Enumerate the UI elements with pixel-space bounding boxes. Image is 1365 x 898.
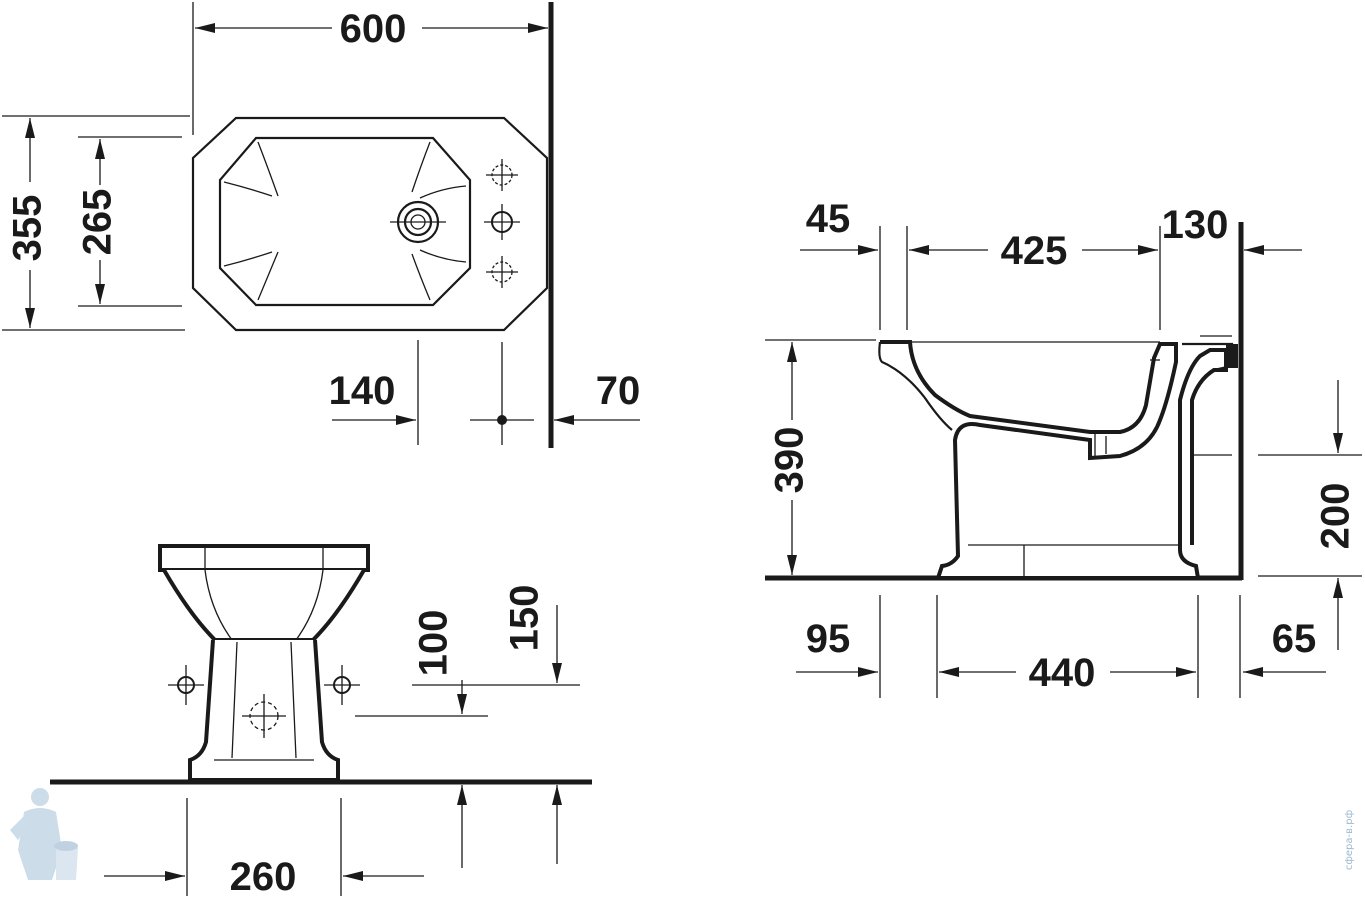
watermark-text: сфера-в.рф: [1344, 810, 1355, 870]
dim-rim-front-45: 45: [806, 197, 851, 241]
front-view: 100 150 260: [50, 544, 592, 898]
bidet-rim-front: [158, 544, 370, 572]
dim-front-base-95: 95: [806, 617, 851, 661]
inlet-icon: [324, 665, 360, 705]
bidet-outline-top: [191, 116, 549, 332]
dim-inner-depth-265: 265: [76, 189, 120, 256]
outlet-icon: [242, 694, 286, 738]
bidet-profile-side: [880, 340, 1228, 580]
tap-hole-icon: [484, 204, 520, 240]
dim-base-width-260: 260: [230, 855, 297, 898]
dim-tap-offset-140: 140: [329, 369, 396, 413]
dim-outlet-height-150: 150: [503, 585, 547, 652]
top-view: 600 355 265 140 70: [2, 2, 640, 448]
plumber-mascot-icon: [10, 788, 78, 880]
dim-base-length-440: 440: [1029, 651, 1096, 695]
dim-wall-offset-70: 70: [596, 369, 641, 413]
tap-hole-icon: [486, 159, 518, 191]
drain-icon: [390, 200, 446, 244]
dim-bowl-length-425: 425: [1001, 229, 1068, 273]
inlet-icon: [168, 665, 204, 705]
dim-inlet-height-100: 100: [412, 610, 456, 677]
dim-outlet-height-200: 200: [1314, 483, 1358, 550]
dim-rear-base-65: 65: [1272, 617, 1317, 661]
bowl-ribs: [223, 141, 467, 301]
bidet-bowl-top: [218, 136, 472, 307]
side-view: 45 425 130 390 200 95 440 65: [765, 197, 1362, 698]
dim-outer-depth-355: 355: [6, 195, 50, 262]
dim-width-600: 600: [340, 7, 407, 51]
bidet-bowl-front: [162, 568, 366, 642]
tap-hole-icon: [486, 256, 518, 288]
dim-height-390: 390: [768, 427, 812, 494]
dim-wall-gap-130: 130: [1162, 203, 1229, 247]
